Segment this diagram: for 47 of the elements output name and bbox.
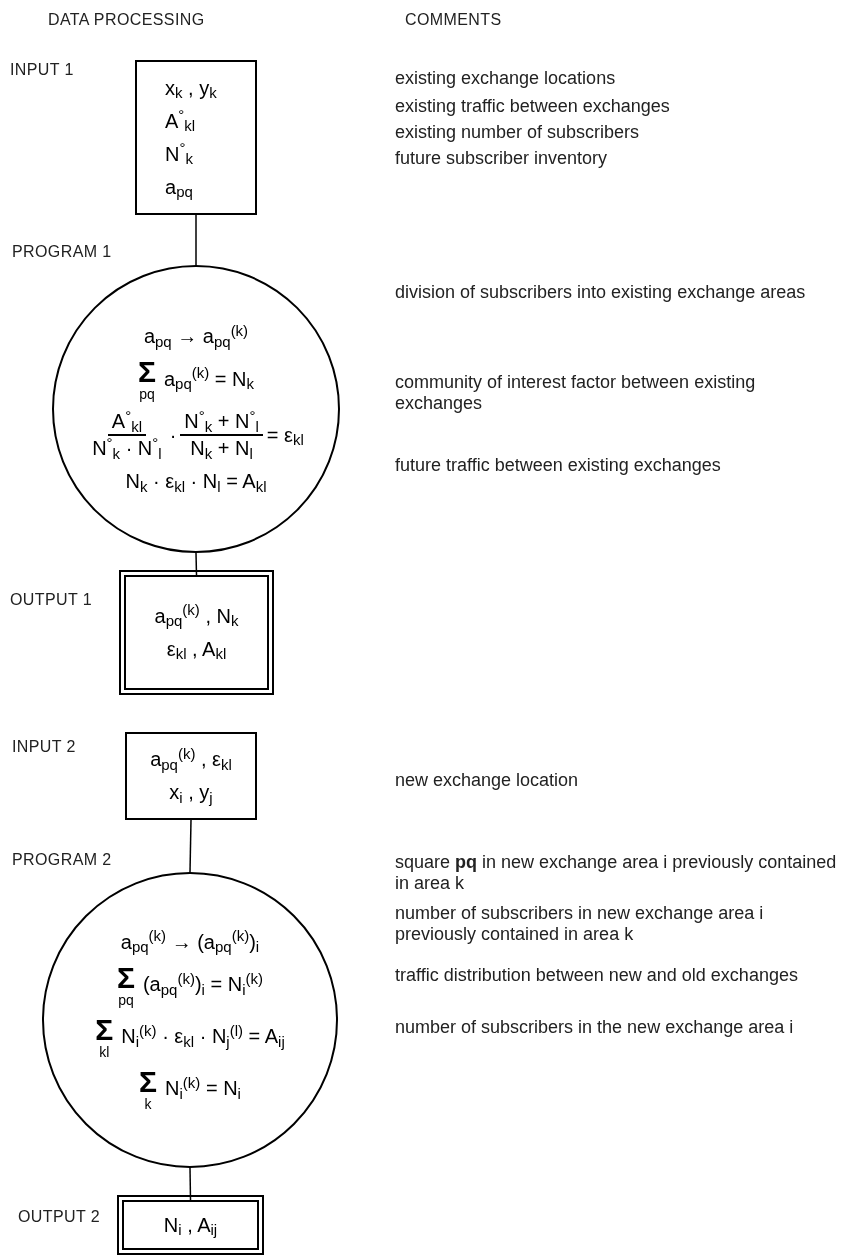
comment-text: square pq in new exchange area i previously contained in area k (395, 852, 838, 894)
sum-sign: Σ (95, 1014, 114, 1045)
formula: x$_{k}$ , y$_{k}$ (165, 75, 217, 101)
sum-index: k (144, 1096, 152, 1111)
comment-text: division of subscribers into existing exchange areas (395, 282, 807, 303)
connector-line (189, 1167, 192, 1201)
stage-heading: PROGRAM 2 (12, 850, 112, 870)
formula: N$_{i}$$^{(k)}$ · ε$_{kl}$ · N$_{j}$$^{(l)}$ = A$_{ij}$ (121, 1024, 285, 1049)
sum-index: kl (99, 1044, 110, 1059)
sum-index: pq (139, 387, 155, 401)
comment-text: existing number of subscribers (395, 122, 641, 143)
stage-heading: PROGRAM 1 (12, 242, 112, 262)
connector-line (195, 214, 197, 266)
formula: a$_{pq}$$^{(k)}$ → (a$_{pq}$$^{(k)}$)$_{i}$ (120, 929, 260, 955)
sum-index: pq (118, 992, 134, 1007)
formula: a$_{pq}$$^{(k)}$ = N$_{k}$ (163, 366, 255, 392)
comment-text: future traffic between existing exchanges (395, 455, 722, 476)
comment-text: future subscriber inventory (395, 148, 609, 169)
column-heading: DATA PROCESSING (48, 10, 205, 30)
sum-sign: Σ (137, 357, 156, 387)
formula: N$_{k}$ · ε$_{kl}$ · N$_{l}$ = A$_{kl}$ (125, 469, 267, 494)
comment-text: traffic distribution between new and old exchanges (395, 965, 799, 986)
stage-heading: OUTPUT 1 (10, 590, 93, 610)
formula: · (169, 422, 177, 448)
sum-sign: Σ (139, 1066, 158, 1097)
formula: N$_{i}$$^{(k)}$ = N$_{i}$ (165, 1076, 241, 1101)
comment-text: new exchange location (395, 770, 580, 791)
formula: x$_{i}$ , y$_{j}$ (169, 780, 213, 805)
column-heading: COMMENTS (405, 10, 502, 30)
comment-text: existing exchange locations (395, 68, 617, 89)
stage-heading: INPUT 1 (10, 60, 74, 80)
comment-text: number of subscribers in new exchange area i previously contained in area k (395, 903, 765, 945)
denominator: N$_{k}$ + N$_{l}$ (189, 436, 254, 461)
formula: a$_{pq}$$^{(k)}$ , N$_{k}$ (154, 603, 239, 629)
comment-text: existing traffic between exchanges (395, 96, 671, 117)
formula: ε$_{kl}$ , A$_{kl}$ (166, 636, 227, 662)
formula: N$_{i}$ , A$_{ij}$ (163, 1212, 218, 1238)
stage-heading: OUTPUT 2 (18, 1207, 101, 1227)
connector-line (189, 819, 192, 873)
formula: a$_{pq}$$^{(k)}$ , ε$_{kl}$ (150, 747, 232, 772)
formula: = ε$_{kl}$ (266, 422, 304, 448)
comment-text: number of subscribers in the new exchange area i (395, 1017, 795, 1038)
stage-heading: INPUT 2 (12, 737, 76, 757)
sum-sign: Σ (116, 962, 135, 993)
comment-text: community of interest factor between existing exchanges (395, 372, 757, 414)
connector-line (195, 552, 198, 576)
formula: a$_{pq}$ (165, 174, 193, 200)
